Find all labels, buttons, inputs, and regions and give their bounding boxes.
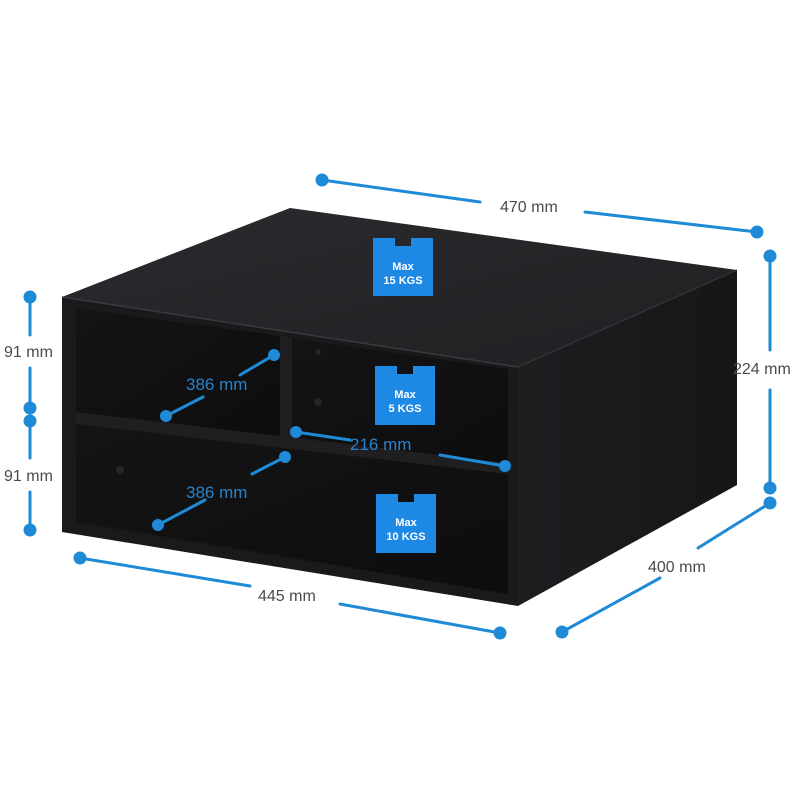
dim-endpoint: [73, 551, 87, 565]
load-badge-upper-right: Max 5 KGS: [377, 388, 433, 416]
dim-endpoint: [23, 401, 37, 415]
dim-line-depth: [560, 576, 662, 634]
cabinet-right-side: [518, 270, 737, 606]
dim-endpoint: [763, 496, 777, 510]
dim-endpoint: [315, 173, 329, 187]
dim-line-upper-right-width: [438, 453, 507, 468]
dim-endpoint: [555, 625, 569, 639]
dim-endpoint: [152, 519, 164, 531]
dim-endpoint: [23, 414, 37, 428]
dim-endpoint: [750, 225, 764, 239]
dim-line-depth: [696, 501, 772, 550]
upper-left-compartment: [76, 308, 280, 444]
dim-line-upper-left-depth: [164, 395, 205, 418]
dim-line-upper-left-depth: [238, 353, 276, 377]
dim-endpoint: [268, 349, 280, 361]
load-badge-lower-line2: 10 KGS: [386, 531, 426, 543]
label-lower-shelf-height: 91 mm: [4, 468, 53, 485]
label-lower-depth: 386 mm: [186, 483, 248, 502]
dim-endpoint: [763, 249, 777, 263]
label-height: 224 mm: [733, 361, 791, 378]
load-badge-top-line1: Max: [392, 261, 414, 273]
load-badge-top-icon: [373, 238, 433, 296]
label-depth: 400 mm: [648, 559, 706, 576]
load-badge-upper-right-icon: [375, 366, 435, 425]
load-badge-top: Max 15 KGS: [375, 260, 431, 288]
cabinet-front-top-edge: [61, 296, 519, 368]
load-badge-upper-right-line2: 5 KGS: [388, 403, 422, 415]
label-top-width: 470 mm: [500, 199, 558, 216]
dim-endpoint: [763, 481, 777, 495]
label-upper-left-depth: 386 mm: [186, 375, 248, 394]
dim-endpoint: [290, 426, 302, 438]
dim-endpoint: [499, 460, 511, 472]
dim-endpoint: [23, 523, 37, 537]
load-badge-lower: Max 10 KGS: [378, 516, 434, 544]
cabinet-side-top-edge: [517, 269, 738, 368]
dim-line-lower-depth: [156, 498, 207, 527]
load-badge-top-line2: 15 KGS: [383, 275, 423, 287]
dim-endpoint: [279, 451, 291, 463]
cam-lock: [116, 466, 124, 474]
load-badge-upper-right-line1: Max: [394, 389, 416, 401]
cam-lock: [315, 349, 321, 355]
dim-line-lower-depth: [250, 455, 287, 476]
vertical-divider: [280, 336, 292, 446]
load-badge-lower-line1: Max: [395, 517, 417, 529]
dim-line-front-width: [338, 602, 502, 635]
dim-endpoint: [23, 290, 37, 304]
load-badge-lower-icon: [376, 494, 436, 553]
dim-line-upper-right-width: [294, 430, 352, 442]
dim-line-front-width: [78, 556, 252, 588]
dim-line-top-width: [583, 210, 759, 234]
dim-endpoint: [493, 626, 507, 640]
dim-endpoint: [160, 410, 172, 422]
cam-lock: [314, 398, 322, 406]
label-front-width: 445 mm: [258, 588, 316, 605]
dim-line-top-width: [320, 178, 482, 204]
label-upper-shelf-height: 91 mm: [4, 344, 53, 361]
label-upper-right-width: 216 mm: [350, 435, 412, 454]
